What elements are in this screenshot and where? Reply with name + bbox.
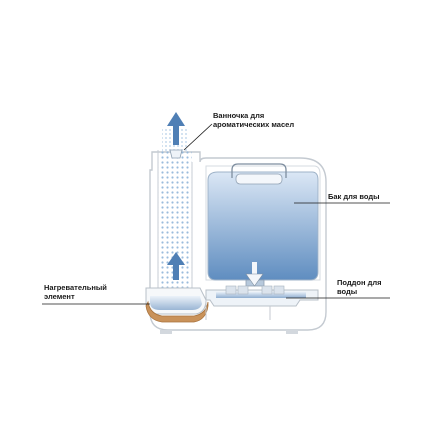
heating-element bbox=[145, 300, 209, 323]
label-aroma-tray-line-2: ароматических масел bbox=[213, 120, 295, 129]
aroma-tray bbox=[169, 149, 183, 159]
label-water-tray-line-1: Поддон для bbox=[337, 278, 382, 287]
humidifier-body bbox=[149, 151, 327, 331]
label-heating-element: Нагревательный элемент bbox=[44, 283, 107, 301]
heating-chamber bbox=[145, 287, 209, 323]
water-flow-arrow-icon bbox=[245, 262, 264, 287]
leader-line-aroma-tray bbox=[183, 123, 213, 151]
tank-handle bbox=[231, 163, 287, 178]
water-tank bbox=[207, 163, 319, 287]
label-water-tray-line-2: воды bbox=[337, 287, 358, 296]
label-water-tank-text: Бак для воды bbox=[328, 192, 380, 201]
label-water-tank: Бак для воды bbox=[328, 192, 380, 201]
label-heating-element-line-1: Нагревательный bbox=[44, 283, 107, 292]
label-aroma-tray: Ванночка для ароматических масел bbox=[213, 111, 294, 129]
steam-arrow-icon bbox=[167, 252, 185, 280]
steam-arrow-icon bbox=[167, 112, 185, 145]
label-aroma-tray-line-1: Ванночка для bbox=[213, 111, 265, 120]
water-tray bbox=[205, 285, 319, 307]
label-water-tray: Поддон для воды bbox=[337, 278, 382, 296]
label-heating-element-line-2: элемент bbox=[44, 292, 75, 301]
